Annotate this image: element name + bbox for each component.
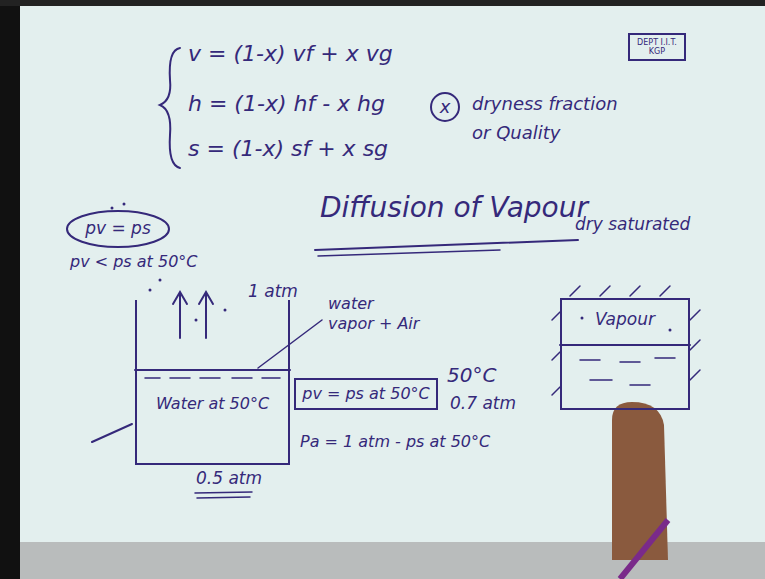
note-label: pv < ps at 50°C — [70, 252, 197, 272]
title-underline — [315, 240, 578, 250]
note-label: dry saturated — [575, 214, 690, 235]
title-underline — [318, 250, 500, 256]
note-label: 0.7 atm — [450, 393, 516, 414]
brace — [160, 48, 180, 168]
circle-outline — [431, 93, 459, 121]
note-label: 50°C — [447, 363, 496, 388]
ellipse-outline — [67, 211, 169, 247]
note-label: v = (1-x) vf + x vg — [188, 40, 393, 68]
note-label: 0.5 atm — [196, 468, 262, 489]
liquid-surface — [560, 344, 690, 346]
vapour-arrow — [199, 292, 213, 338]
node-text: pv = ps at 50°C — [302, 385, 429, 403]
hand — [612, 402, 668, 560]
node-text: x — [440, 97, 451, 118]
liquid-dash — [580, 358, 675, 385]
circled-equation: pv = ps — [66, 210, 170, 248]
double-underline — [195, 492, 252, 498]
dark-edge — [0, 0, 765, 6]
stamp-box: DEPT I.I.T. KGP — [628, 33, 686, 61]
water-dash — [145, 377, 280, 379]
node-text: pv = ps — [85, 219, 151, 239]
node-text: Water at 50°C — [156, 395, 269, 413]
pen — [620, 520, 668, 579]
diagram-title: Diffusion of Vapour — [320, 190, 588, 225]
water-container: Water at 50°C — [135, 300, 290, 465]
node-text: DEPT I.I.T. KGP — [634, 38, 680, 56]
note-label: h = (1-x) hf - x hg — [188, 90, 385, 118]
node-text: Vapour — [595, 310, 655, 330]
note-label: s = (1-x) sf + x sg — [188, 135, 388, 163]
leader-line — [258, 320, 322, 368]
note-label: dryness fraction or Quality — [472, 90, 640, 148]
note-label: water vapor + Air — [328, 294, 424, 334]
boxed-equation: pv = ps at 50°C — [294, 378, 438, 410]
hatch-mark — [552, 286, 700, 395]
leader-line — [92, 424, 132, 442]
symbol-circle: x — [430, 92, 460, 122]
water-surface — [135, 369, 290, 371]
vapour-vessel: Vapour — [560, 298, 690, 410]
dark-edge — [0, 0, 20, 579]
note-label: Pa = 1 atm - ps at 50°C — [300, 432, 490, 452]
vapour-arrow — [173, 292, 187, 338]
